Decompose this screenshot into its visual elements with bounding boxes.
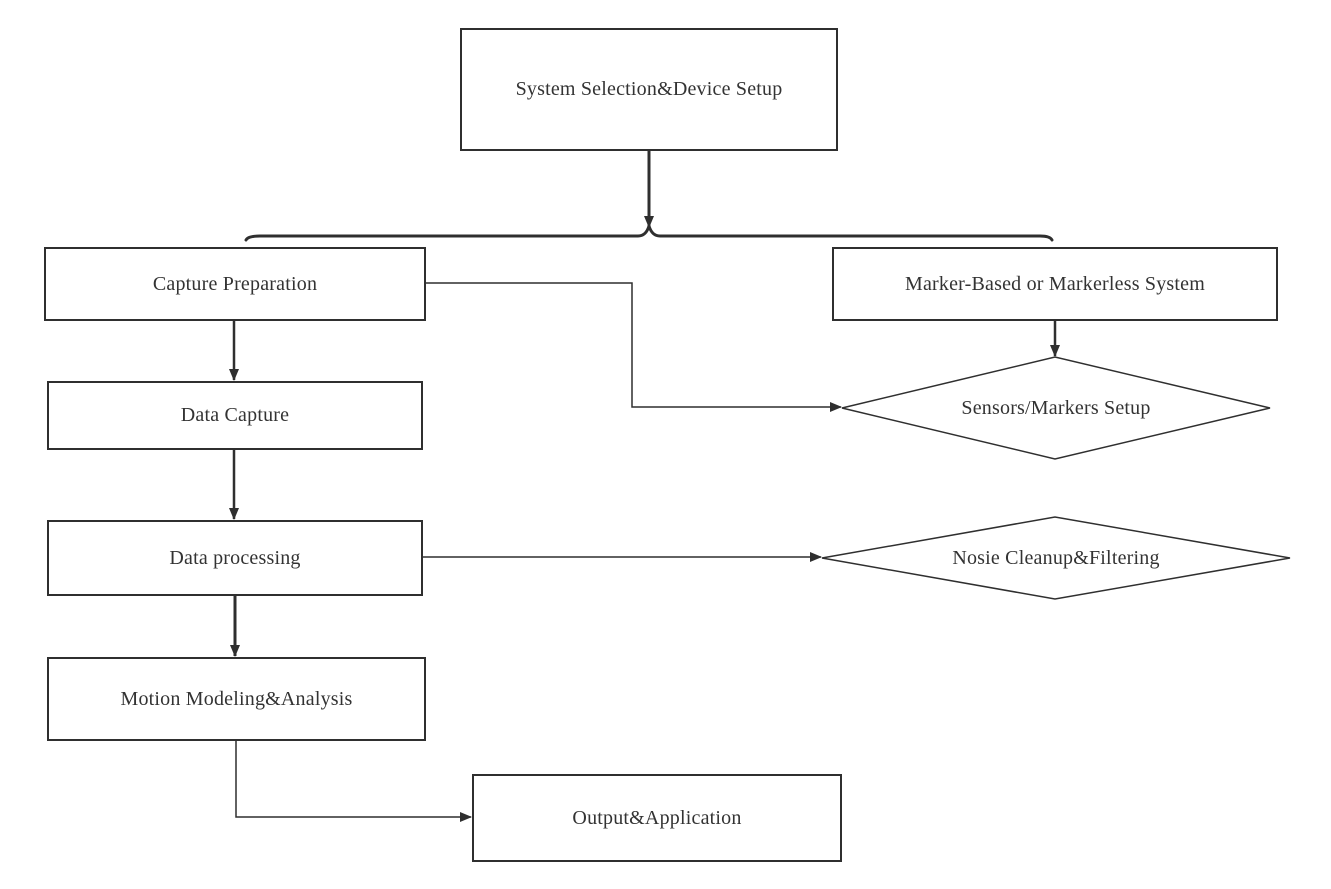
data-processing-node[interactable]: Data processing (47, 520, 423, 596)
data-capture-node[interactable]: Data Capture (47, 381, 423, 450)
marker-system-node[interactable]: Marker-Based or Markerless System (832, 247, 1278, 321)
output-application-node[interactable]: Output&Application (472, 774, 842, 862)
branch-brace (244, 220, 1054, 242)
sensors-setup-diamond[interactable] (841, 356, 1271, 460)
noise-cleanup-diamond[interactable] (821, 516, 1291, 600)
capture-preparation-node[interactable]: Capture Preparation (44, 247, 426, 321)
system-selection-node[interactable]: System Selection&Device Setup (460, 28, 838, 151)
connector-prep-to-sensors (426, 282, 842, 412)
motion-modeling-node[interactable]: Motion Modeling&Analysis (47, 657, 426, 741)
connector-modeling-to-output (235, 741, 472, 822)
sensors-setup-label: Sensors/Markers Setup (961, 396, 1151, 419)
noise-cleanup-label: Nosie Cleanup&Filtering (952, 546, 1160, 569)
